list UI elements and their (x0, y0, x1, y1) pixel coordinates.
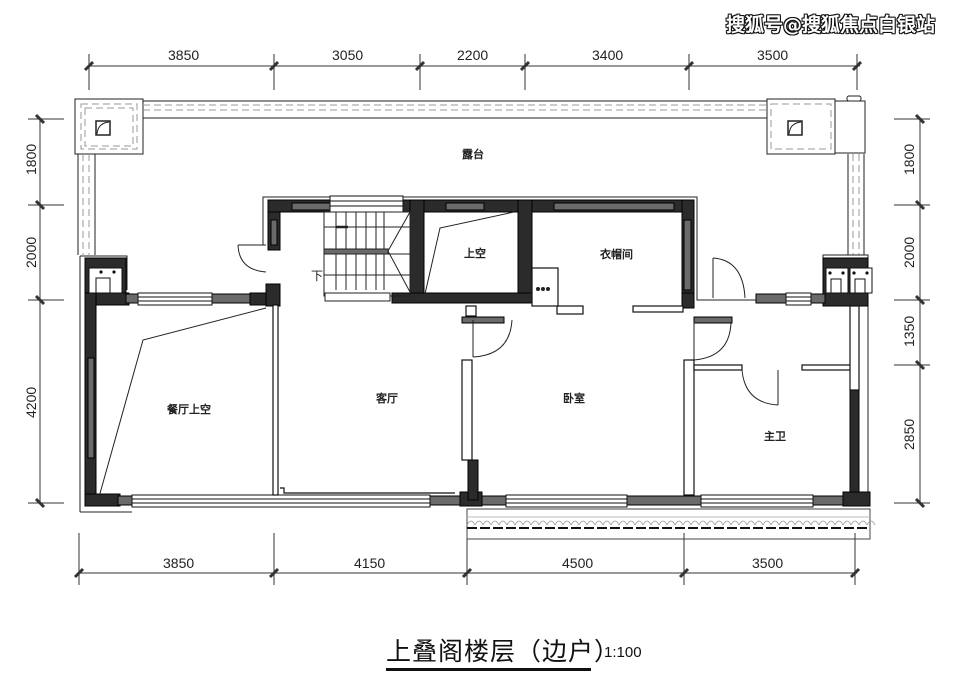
drawing-scale: 1:100 (604, 644, 642, 661)
railing-scallops (466, 520, 876, 526)
title-underline (386, 668, 591, 671)
partitions (272, 267, 860, 496)
dim-right-2: 2000 (901, 237, 917, 268)
room-label-dining-void: 餐厅上空 (166, 402, 211, 416)
fixture-boxes (88, 267, 873, 294)
dim-bottom-2: 4150 (354, 555, 385, 571)
dim-left-1: 1800 (23, 144, 39, 175)
dim-right-4: 2850 (901, 419, 917, 450)
room-label-living: 客厅 (375, 391, 398, 405)
room-label-terrace: 露台 (462, 147, 484, 161)
bottom-dimension-line (73, 533, 861, 585)
dim-top-1: 3850 (168, 47, 199, 63)
appliance-dots (536, 287, 550, 291)
terrace-parapet (74, 95, 866, 255)
room-label-cloakroom: 衣帽间 (600, 247, 633, 261)
stair-down-label: 下 (311, 269, 323, 283)
room-label-bedroom: 卧室 (563, 391, 585, 405)
room-label-master-bath: 主卫 (764, 429, 786, 443)
top-dimension-line (83, 54, 863, 90)
walls (84, 199, 871, 507)
dim-left-3: 4200 (23, 387, 39, 418)
dim-bottom-4: 3500 (752, 555, 783, 571)
dim-right-3: 1350 (901, 316, 917, 347)
windows (131, 195, 814, 508)
fixture-dots (99, 270, 869, 275)
dim-top-2: 3050 (332, 47, 363, 63)
balcony-railing (466, 508, 871, 540)
left-dimension-line (28, 113, 64, 509)
room-label-void-upper: 上空 (464, 246, 486, 260)
watermark: 搜狐号@搜狐焦点白银站 (726, 14, 936, 36)
wall-windows (87, 202, 844, 506)
doors (237, 244, 779, 406)
drawing-title: 上叠阁楼层（边户） (386, 637, 621, 666)
right-dimension-line (894, 113, 930, 509)
dim-bottom-3: 4500 (562, 555, 593, 571)
dim-top-4: 3400 (592, 47, 623, 63)
dim-left-2: 2000 (23, 237, 39, 268)
dim-top-5: 3500 (757, 47, 788, 63)
staircase (323, 211, 411, 302)
void-lines (98, 211, 515, 498)
dim-top-3: 2200 (457, 47, 488, 63)
dim-bottom-1: 3850 (163, 555, 194, 571)
dim-right-1: 1800 (901, 144, 917, 175)
